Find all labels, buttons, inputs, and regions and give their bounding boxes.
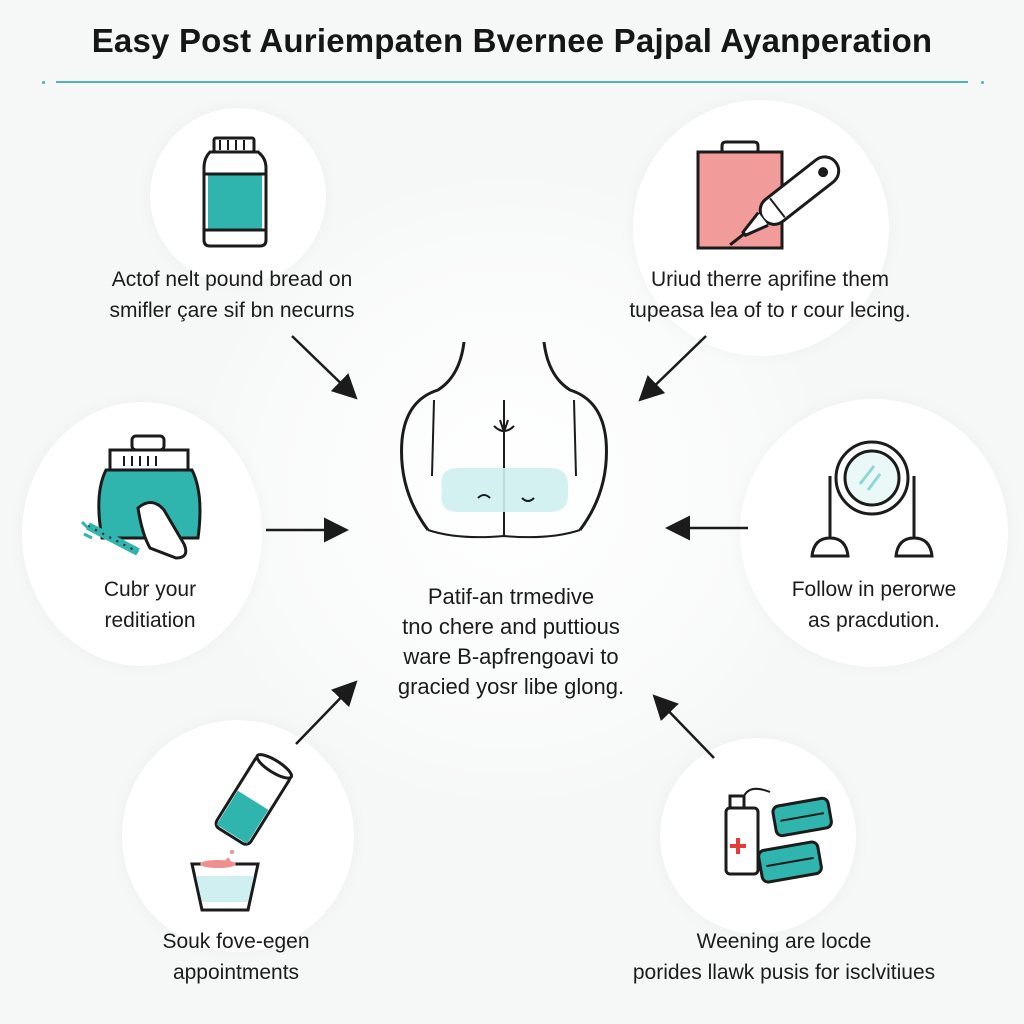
caption-bottom-right: Weening are locde porides llawk pusis fo…: [590, 926, 978, 988]
arrow-top-right: [638, 335, 707, 402]
center-line: tno chere and puttious: [402, 614, 620, 639]
caption-line: Weening are locde: [696, 930, 872, 953]
arrow-top-left: [291, 335, 358, 400]
caption-line: smifler çare sif bn necurns: [109, 299, 355, 322]
caption-line: tupeasa lea of to r cour lecing.: [629, 299, 911, 322]
caption-top-right: Uriud therre aprifine them tupeasa lea o…: [588, 264, 952, 326]
mirror-icon: [810, 440, 934, 558]
bottle-icon: [202, 136, 268, 248]
center-line: Patif-an trmedive: [427, 584, 595, 609]
rule-dot-right: [981, 81, 984, 84]
caption-line: porides llawk pusis for isclvitiues: [632, 961, 936, 984]
arrow-bottom-right: [652, 694, 715, 759]
first-aid-kit-icon: [724, 787, 833, 884]
caption-line: Cubr your: [103, 578, 197, 601]
caption-line: Actof nelt pound bread on: [111, 268, 353, 291]
pouring-cup-icon: [190, 753, 294, 912]
center-description: Patif-an trmedive tno chere and puttious…: [330, 582, 692, 702]
center-line: gracied yosr libe glong.: [397, 674, 625, 699]
page-title: Easy Post Auriempaten Bvernee Pajpal Aya…: [91, 22, 933, 59]
caption-line: Souk fove-egen: [162, 930, 310, 953]
caption-line: appointments: [172, 961, 300, 984]
caption-line: as pracdution.: [808, 609, 940, 632]
caption-top-left: Actof nelt pound bread on smifler çare s…: [62, 264, 402, 326]
pen-clipboard-icon: [696, 140, 841, 250]
caption-line: Follow in perorwe: [791, 578, 957, 601]
arrow-bottom-left: [295, 680, 358, 745]
caption-line: reditiation: [104, 609, 196, 632]
center-line: ware B-apfrengoavi to: [403, 644, 619, 669]
container-cleaning-icon: [80, 434, 202, 560]
back-figure-illustration: [400, 341, 608, 539]
caption-middle-right: Follow in perorwe as pracdution.: [752, 574, 996, 636]
caption-middle-left: Cubr your reditiation: [50, 574, 250, 636]
title-rule: [56, 81, 968, 83]
caption-line: Uriud therre aprifine them: [650, 268, 890, 291]
caption-bottom-left: Souk fove-egen appointments: [100, 926, 372, 988]
rule-dot-left: [42, 81, 45, 84]
